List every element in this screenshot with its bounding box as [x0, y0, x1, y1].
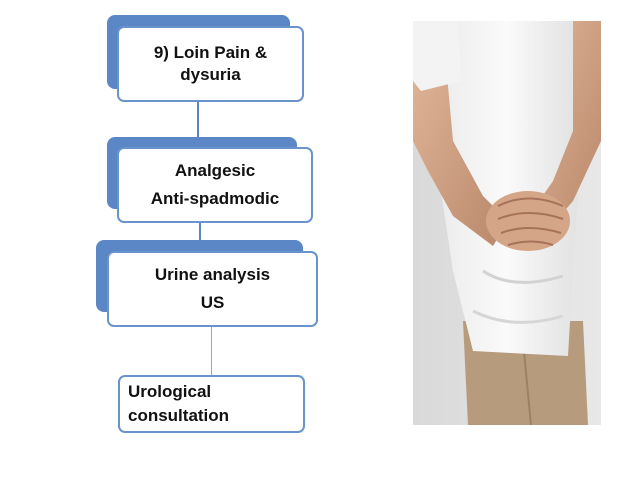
step1-box: 9) Loin Pain & dysuria	[117, 26, 304, 102]
step2-box: Analgesic Anti-spadmodic	[117, 147, 313, 223]
step3-line1: Urine analysis	[154, 265, 271, 284]
step4-line2: consultation	[128, 406, 230, 425]
step4-line1: Urological	[128, 382, 212, 401]
person-holding-abdomen-illustration	[413, 21, 601, 425]
step1-line2: dysuria	[180, 65, 241, 84]
connector-1-2	[197, 100, 199, 138]
step2-line1: Analgesic	[174, 161, 256, 180]
connector-3-4	[211, 325, 212, 377]
step3-line2: US	[200, 293, 225, 312]
step2-line2: Anti-spadmodic	[150, 189, 280, 208]
step1-line1: 9) Loin Pain &	[153, 43, 268, 62]
step4-box: Urological consultation	[118, 375, 305, 433]
step3-box: Urine analysis US	[107, 251, 318, 327]
connector-2-3	[199, 220, 201, 242]
abdominal-pain-photo	[413, 21, 601, 425]
